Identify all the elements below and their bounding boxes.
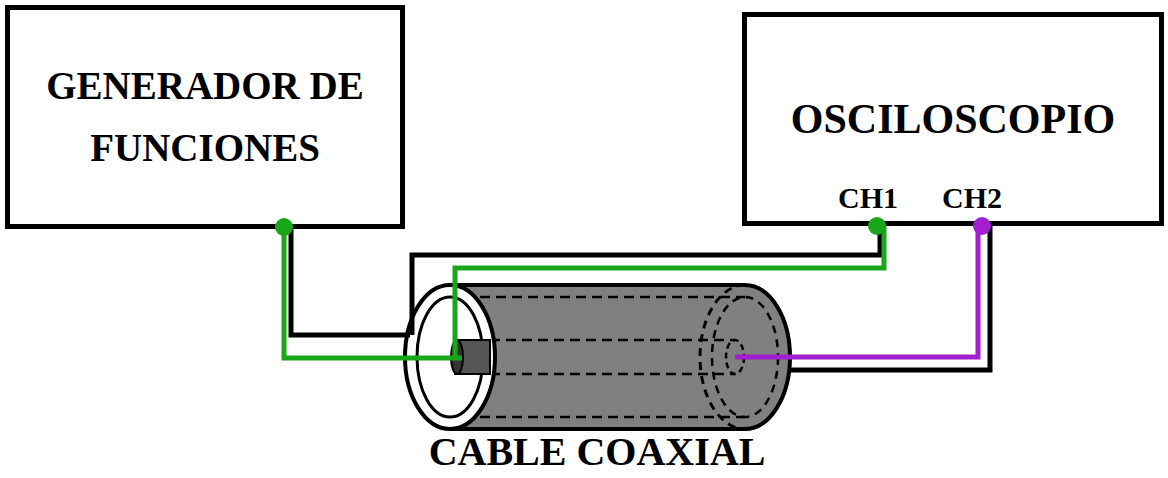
coaxial-cable [405,285,790,429]
signal-wire [284,227,462,358]
part-name: CABLE COAXIAL [297,432,897,472]
channel-label: CH1 [838,183,914,213]
ground-wire [412,226,880,335]
terminal-dot [868,217,886,235]
signal-wire [735,226,978,357]
terminal-dot [973,217,991,235]
cable-outline [450,427,745,431]
hidden-edge [490,339,735,342]
box-title: OSCILOSCOPIO [791,94,1115,144]
signal-wire [455,226,884,358]
ground-wire [291,227,410,335]
box-title: GENERADOR DE FUNCIONES [15,55,395,179]
cable-outline [450,283,745,287]
wires [284,226,990,370]
terminal-dot [275,218,293,236]
channel-label: CH2 [942,183,1022,213]
ground-wire [789,226,990,370]
instrument-box: GENERADOR DE FUNCIONES [5,5,405,229]
hidden-edge [480,296,745,299]
hidden-edge [480,416,745,419]
hidden-edge [490,373,735,376]
